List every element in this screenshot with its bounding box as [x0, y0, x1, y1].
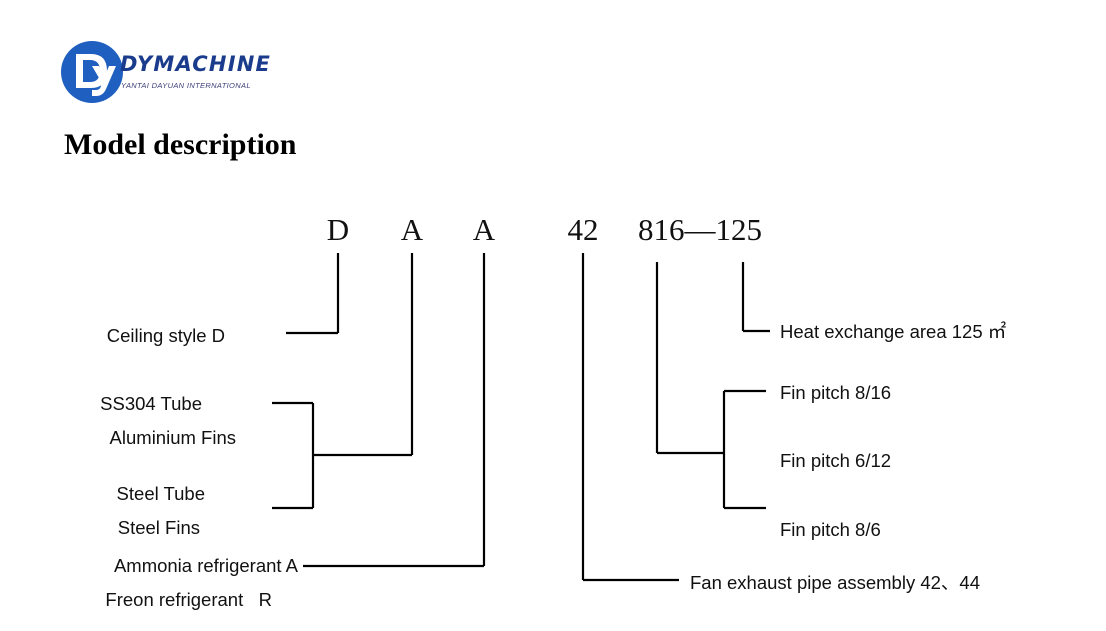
- right-callout-label: Fin pitch 8/6: [780, 519, 881, 540]
- model-code-token: A: [400, 212, 424, 247]
- right-callout-label: Fan exhaust pipe assembly 42、44: [690, 572, 981, 593]
- model-code-token: A: [472, 212, 496, 247]
- left-callout-label: Ceiling style D: [106, 325, 225, 346]
- right-callout-label: Fin pitch 6/12: [780, 450, 892, 471]
- left-callout-label: Aluminium Fins: [109, 427, 236, 448]
- model-code-token: D: [326, 212, 350, 247]
- page-title: Model description: [64, 128, 297, 161]
- left-callout-label: Steel Tube: [116, 483, 205, 504]
- model-code-token: 42: [567, 212, 599, 247]
- left-callout-label: Steel Fins: [117, 517, 200, 538]
- dy-monogram-circle-icon: [61, 41, 123, 103]
- right-callout-label: Fin pitch 8/16: [780, 382, 892, 403]
- left-callout-label: Freon refrigerant R: [105, 589, 272, 610]
- logo-wordmark: DYMACHINE: [120, 52, 272, 76]
- company-logo: DYMACHINE YANTAI DAYUAN INTERNATIONAL: [58, 36, 298, 108]
- left-callout-label: Ammonia refrigerant A: [113, 555, 298, 576]
- left-callout-label: SS304 Tube: [100, 393, 202, 414]
- right-callout-label: Heat exchange area 125 ㎡: [780, 321, 1007, 342]
- logo-subtitle: YANTAI DAYUAN INTERNATIONAL: [121, 81, 251, 90]
- model-code-token: 816—125: [638, 212, 762, 247]
